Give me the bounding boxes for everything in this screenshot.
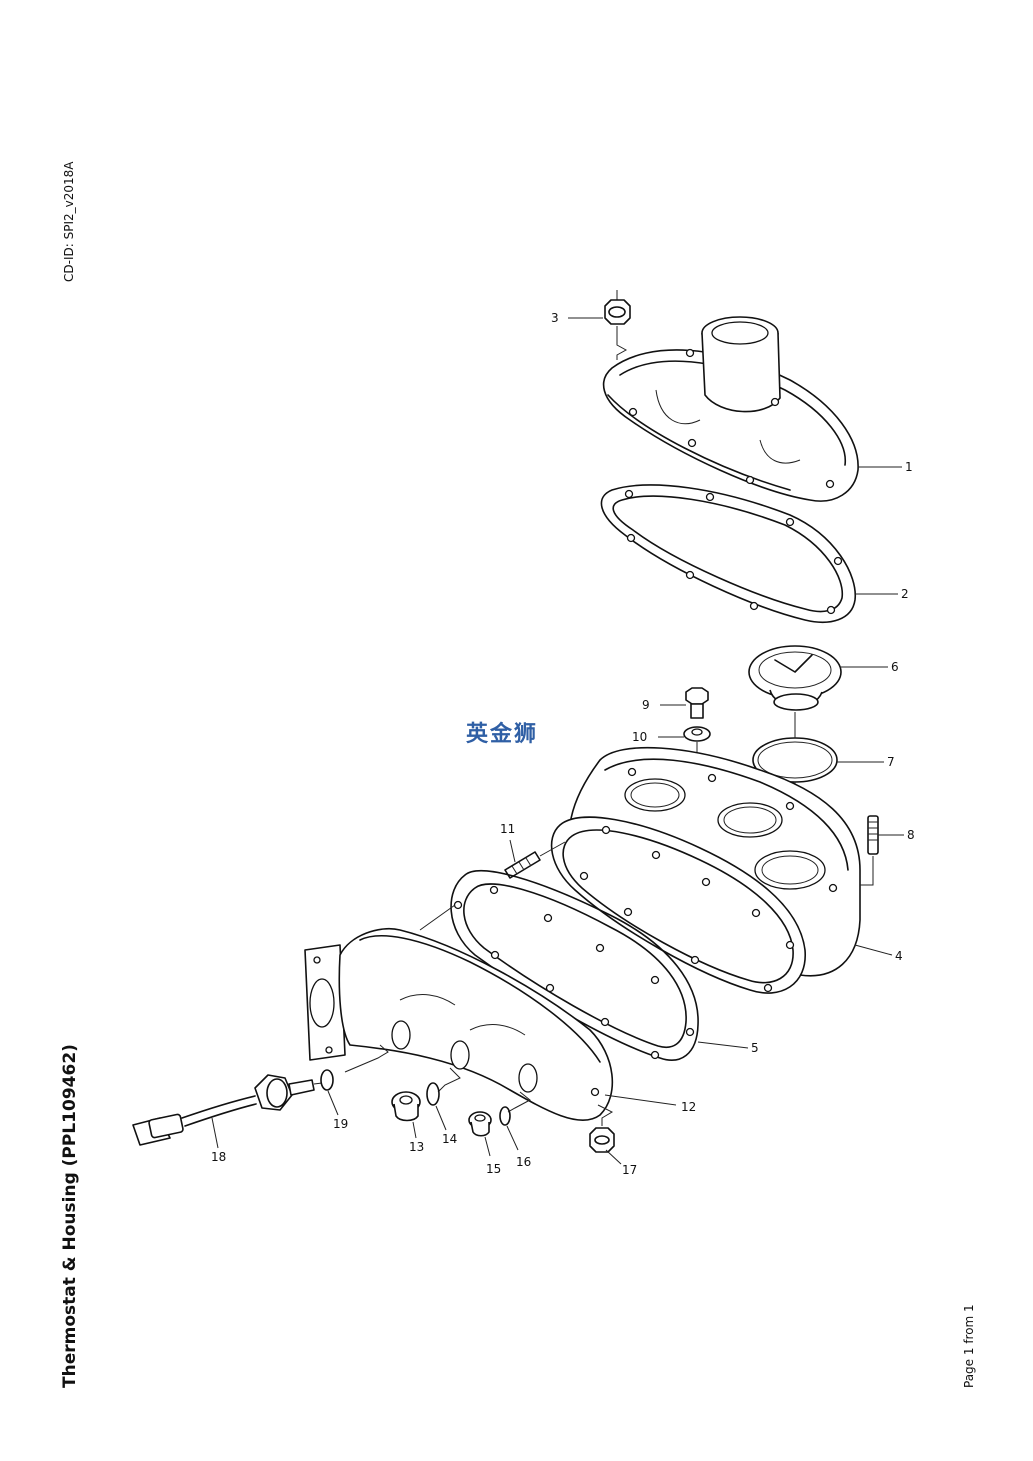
callout-9: 9 <box>642 698 650 712</box>
part-plug-large <box>391 1091 421 1122</box>
callout-6: 6 <box>891 660 899 674</box>
callout-12: 12 <box>681 1100 696 1114</box>
callout-labels: 1 2 3 4 5 6 7 8 9 10 11 12 13 14 15 16 1… <box>211 311 915 1177</box>
callout-11: 11 <box>500 822 515 836</box>
callout-13: 13 <box>409 1140 424 1154</box>
callout-7: 7 <box>887 755 895 769</box>
callout-5: 5 <box>751 1041 759 1055</box>
part-seal-ring-small <box>499 1106 511 1126</box>
callout-19: 19 <box>333 1117 348 1131</box>
callout-18: 18 <box>211 1150 226 1164</box>
part-stud-right <box>860 815 879 886</box>
part-flange-nut-top <box>604 290 631 360</box>
part-housing-gasket <box>450 869 699 1061</box>
callout-8: 8 <box>907 828 915 842</box>
part-seal-ring-large <box>426 1082 440 1106</box>
part-sensor-seal <box>320 1069 334 1091</box>
callout-3: 3 <box>551 311 559 325</box>
part-bolt <box>685 687 709 719</box>
callout-16: 16 <box>516 1155 531 1169</box>
part-thermostat-housing <box>550 746 861 994</box>
watermark-logo: 英金狮 <box>466 722 539 747</box>
callout-17: 17 <box>622 1163 637 1177</box>
callout-14: 14 <box>442 1132 457 1146</box>
part-thermostat-cover <box>602 316 859 502</box>
leader-lines <box>211 317 904 1165</box>
part-plug-small <box>468 1111 492 1137</box>
callout-15: 15 <box>486 1162 501 1176</box>
callout-10: 10 <box>632 730 647 744</box>
callout-2: 2 <box>901 587 909 601</box>
part-cover-gasket <box>600 484 856 623</box>
part-thermostat <box>748 645 842 711</box>
part-temperature-sensor <box>132 1074 323 1146</box>
callout-4: 4 <box>895 949 903 963</box>
part-flange-nut-bottom <box>589 1104 615 1153</box>
part-manifold <box>304 904 614 1121</box>
callout-1: 1 <box>905 460 913 474</box>
